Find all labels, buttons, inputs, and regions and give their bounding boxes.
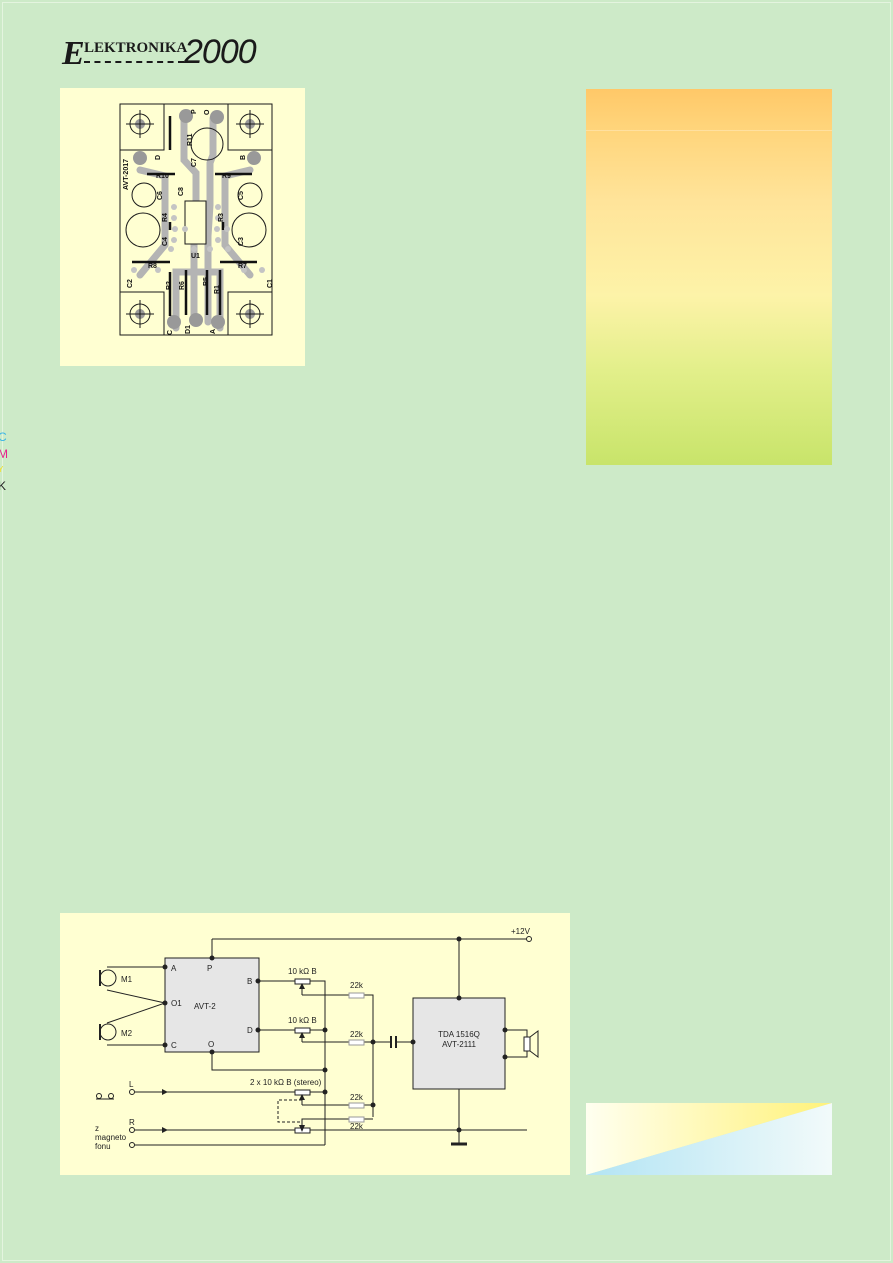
svg-text:O: O bbox=[208, 1040, 214, 1049]
svg-text:z: z bbox=[95, 1124, 99, 1133]
decorative-gradient-panel bbox=[586, 1103, 832, 1175]
svg-text:R: R bbox=[129, 1118, 135, 1127]
supply-label: +12V bbox=[511, 927, 531, 936]
svg-text:B: B bbox=[247, 977, 252, 986]
svg-text:A: A bbox=[171, 964, 177, 973]
schematic-drawing: +12V P A O1 C O B D AVT-2 M1 M2 10 kΩ B … bbox=[95, 927, 539, 1151]
svg-text:P: P bbox=[207, 964, 212, 973]
svg-text:10 kΩ B: 10 kΩ B bbox=[288, 1016, 317, 1025]
svg-text:AVT-2111: AVT-2111 bbox=[442, 1040, 476, 1049]
svg-text:D: D bbox=[247, 1026, 253, 1035]
svg-text:D1: D1 bbox=[185, 325, 192, 334]
svg-text:C: C bbox=[171, 1041, 177, 1050]
svg-text:R7: R7 bbox=[238, 263, 247, 270]
svg-text:C7: C7 bbox=[191, 158, 198, 167]
svg-text:2 x 10 kΩ B (stereo): 2 x 10 kΩ B (stereo) bbox=[250, 1078, 322, 1087]
svg-text:C2: C2 bbox=[127, 279, 134, 288]
svg-text:22k: 22k bbox=[350, 1122, 364, 1131]
svg-text:R9: R9 bbox=[222, 173, 231, 180]
svg-text:O1: O1 bbox=[171, 999, 182, 1008]
svg-text:D: D bbox=[155, 155, 162, 160]
svg-text:R5: R5 bbox=[203, 277, 210, 286]
avt2-module-label: AVT-2 bbox=[194, 1002, 216, 1011]
registration-mark-k: K bbox=[0, 479, 7, 493]
svg-text:L: L bbox=[129, 1080, 134, 1089]
magazine-logo: E LEKTRONIKA 2000 bbox=[62, 33, 257, 72]
svg-text:R8: R8 bbox=[148, 263, 157, 270]
svg-text:magneto: magneto bbox=[95, 1133, 127, 1142]
svg-text:TDA 1516Q: TDA 1516Q bbox=[438, 1030, 480, 1039]
svg-text:22k: 22k bbox=[350, 1030, 364, 1039]
pcb-drawing: AVT-2017 R11 C7 R10 R9 C6 C8 C5 R4 R3 C4… bbox=[119, 103, 274, 336]
svg-text:U1: U1 bbox=[191, 253, 200, 260]
svg-text:P: P bbox=[191, 109, 198, 114]
svg-text:O: O bbox=[204, 109, 211, 115]
svg-text:C4: C4 bbox=[162, 237, 169, 246]
sidebar-panel bbox=[586, 89, 832, 465]
svg-text:C6: C6 bbox=[157, 191, 164, 200]
registration-mark-y: Y bbox=[0, 465, 4, 474]
registration-mark-m: M bbox=[0, 447, 8, 461]
pcb-board-label: AVT-2017 bbox=[123, 159, 130, 190]
svg-text:R1: R1 bbox=[214, 285, 221, 294]
svg-text:22k: 22k bbox=[350, 1093, 364, 1102]
svg-text:M2: M2 bbox=[121, 1029, 133, 1038]
svg-text:C3: C3 bbox=[238, 237, 245, 246]
svg-text:R6: R6 bbox=[179, 281, 186, 290]
svg-text:M1: M1 bbox=[121, 975, 133, 984]
svg-text:C: C bbox=[167, 330, 174, 335]
svg-text:fonu: fonu bbox=[95, 1142, 111, 1151]
svg-text:22k: 22k bbox=[350, 981, 364, 990]
svg-text:10 kΩ B: 10 kΩ B bbox=[288, 967, 317, 976]
schematic-figure: +12V P A O1 C O B D AVT-2 M1 M2 10 kΩ B … bbox=[60, 913, 570, 1175]
svg-text:R4: R4 bbox=[162, 213, 169, 222]
svg-text:R11: R11 bbox=[187, 133, 194, 146]
svg-text:C8: C8 bbox=[178, 187, 185, 196]
svg-text:R2: R2 bbox=[166, 281, 173, 290]
svg-text:B: B bbox=[240, 155, 247, 160]
svg-text:C1: C1 bbox=[267, 279, 274, 288]
svg-text:A: A bbox=[210, 329, 217, 334]
svg-text:R3: R3 bbox=[218, 213, 225, 222]
svg-text:C5: C5 bbox=[238, 191, 245, 200]
pcb-layout-figure: AVT-2017 R11 C7 R10 R9 C6 C8 C5 R4 R3 C4… bbox=[60, 88, 305, 366]
registration-mark-c: C bbox=[0, 430, 7, 444]
svg-text:R10: R10 bbox=[156, 173, 169, 180]
